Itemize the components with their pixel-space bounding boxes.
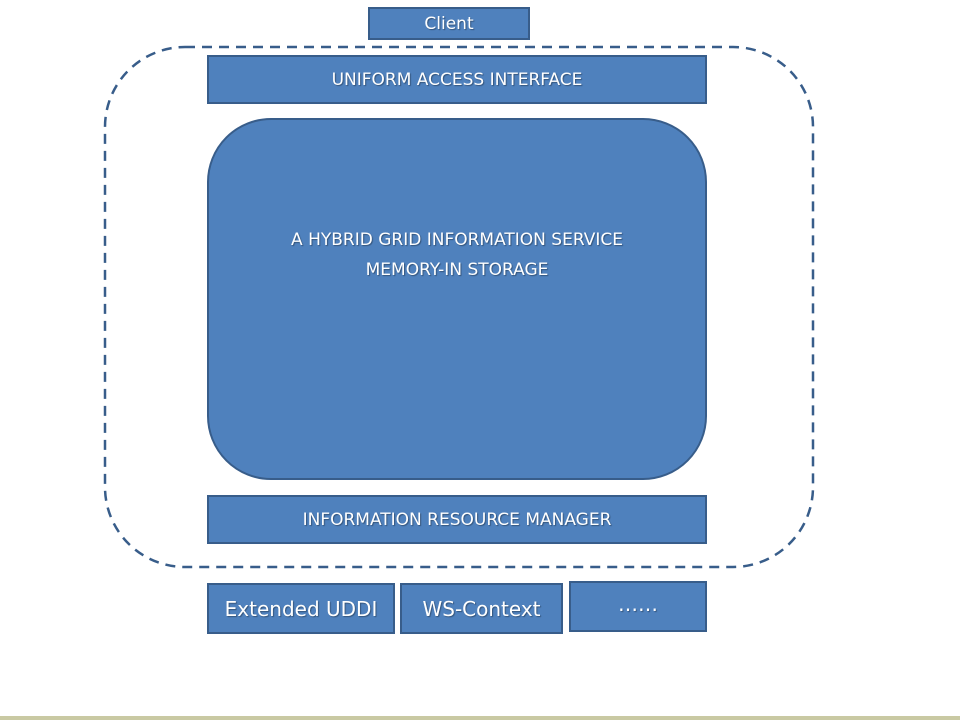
bottom-divider [0, 716, 960, 720]
extended-uddi-label: Extended UDDI [224, 596, 378, 621]
ws-context-box: WS-Context [400, 583, 563, 634]
hybrid-information-service-box: A HYBRID GRID INFORMATION SERVICE MEMORY… [207, 118, 707, 480]
information-resource-manager-box: INFORMATION RESOURCE MANAGER [207, 495, 707, 544]
hybrid-service-title: A HYBRID GRID INFORMATION SERVICE [291, 230, 623, 250]
client-box: Client [368, 7, 530, 40]
uniform-access-interface-label: UNIFORM ACCESS INTERFACE [331, 69, 583, 90]
client-label: Client [424, 13, 474, 34]
ws-context-label: WS-Context [422, 596, 541, 621]
more-backends-label: …… [618, 591, 658, 616]
information-resource-manager-label: INFORMATION RESOURCE MANAGER [302, 509, 612, 530]
hybrid-service-subtitle: MEMORY-IN STORAGE [365, 260, 549, 280]
extended-uddi-box: Extended UDDI [207, 583, 395, 634]
dashed-boundary-rect [103, 45, 815, 569]
uniform-access-interface-box: UNIFORM ACCESS INTERFACE [207, 55, 707, 104]
more-backends-box: …… [569, 581, 707, 632]
